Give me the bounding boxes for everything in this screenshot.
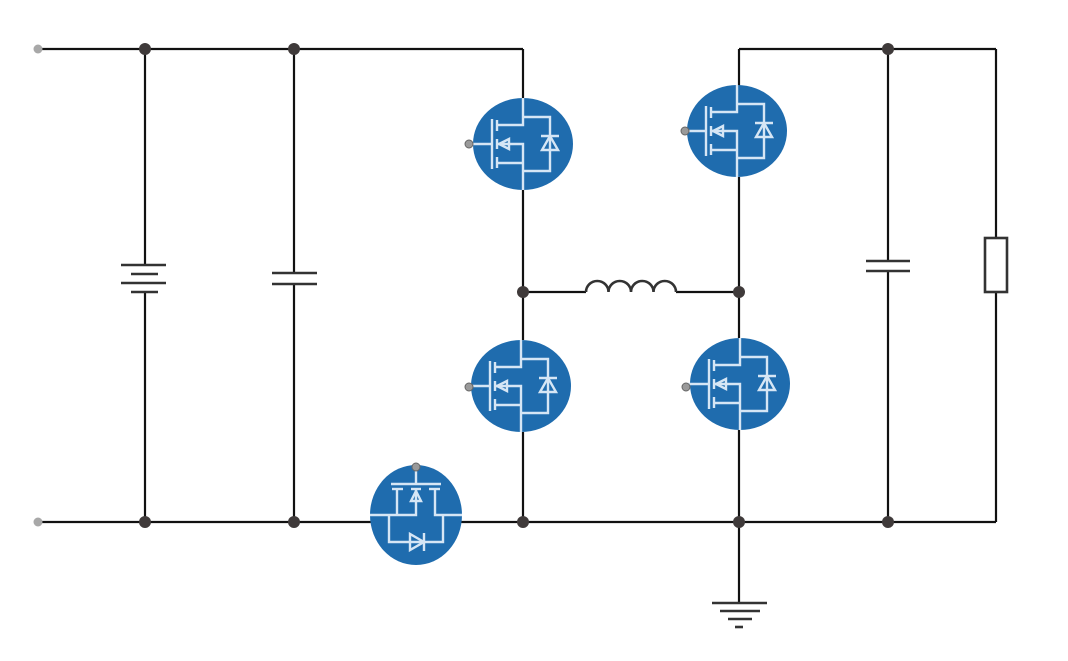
input-terminals[interactable] xyxy=(33,44,43,527)
ground-icon xyxy=(712,601,767,629)
inductor-symbol[interactable] xyxy=(584,279,678,293)
battery-symbol[interactable] xyxy=(121,263,166,294)
gate-pins[interactable] xyxy=(411,126,691,472)
mosfet-series-switch[interactable] xyxy=(368,461,464,567)
mosfet-high-left[interactable] xyxy=(469,96,575,192)
input-capacitor-symbol[interactable] xyxy=(272,271,317,286)
output-capacitor-symbol[interactable] xyxy=(866,259,910,273)
mosfet-low-right[interactable] xyxy=(686,336,792,432)
mosfet-low-left[interactable] xyxy=(467,338,573,434)
mosfet-high-right[interactable] xyxy=(683,83,789,179)
load-resistor-symbol[interactable] xyxy=(983,236,1009,294)
junction-nodes xyxy=(139,43,894,528)
